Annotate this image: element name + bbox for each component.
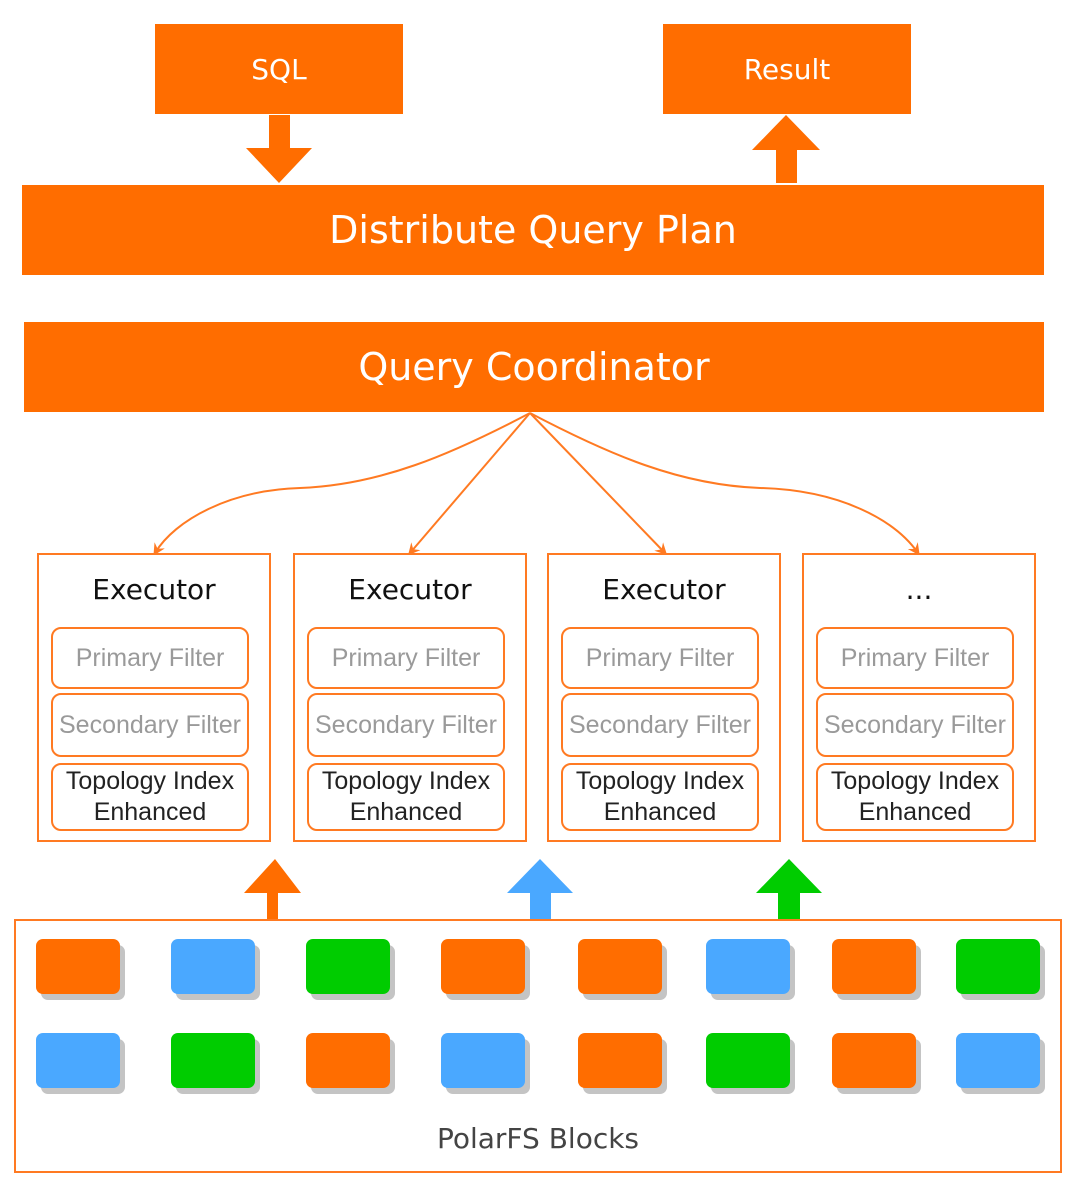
- polarfs-block-orange: [578, 1033, 662, 1088]
- executor-box: Executor Primary Filter Secondary Filter…: [293, 553, 527, 842]
- coordinator-label: Query Coordinator: [358, 345, 710, 389]
- polarfs-block-orange: [441, 939, 525, 994]
- storage-up-arrow-green: [756, 859, 822, 920]
- polarfs-block-blue: [441, 1033, 525, 1088]
- executor-title: Executor: [92, 573, 216, 606]
- polarfs-block-green: [956, 939, 1040, 994]
- plan-label: Distribute Query Plan: [329, 208, 737, 252]
- topology-index-enhanced: Topology Index Enhanced: [816, 763, 1014, 831]
- topology-index-enhanced: Topology Index Enhanced: [307, 763, 505, 831]
- secondary-filter: Secondary Filter: [816, 693, 1014, 757]
- polarfs-block-orange: [832, 939, 916, 994]
- sql-label: SQL: [251, 52, 307, 86]
- storage-label: PolarFS Blocks: [436, 1122, 640, 1155]
- coordinator-to-executor-1: [153, 412, 531, 556]
- polarfs-block-green: [706, 1033, 790, 1088]
- executor-title: Executor: [348, 573, 472, 606]
- primary-filter: Primary Filter: [51, 627, 249, 689]
- polarfs-block-blue: [36, 1033, 120, 1088]
- secondary-filter: Secondary Filter: [561, 693, 759, 757]
- coordinator-to-executor-3: [529, 412, 668, 556]
- polarfs-storage-panel: PolarFS Blocks: [14, 919, 1062, 1173]
- coordinator-to-executor-2: [408, 412, 531, 556]
- polarfs-block-blue: [956, 1033, 1040, 1088]
- primary-filter: Primary Filter: [816, 627, 1014, 689]
- polarfs-block-orange: [832, 1033, 916, 1088]
- primary-filter: Primary Filter: [561, 627, 759, 689]
- executor-box: Executor Primary Filter Secondary Filter…: [547, 553, 781, 842]
- polarfs-block-green: [171, 1033, 255, 1088]
- executor-title: ...: [905, 573, 933, 606]
- polarfs-block-blue: [171, 939, 255, 994]
- polarfs-block-orange: [306, 1033, 390, 1088]
- result-label: Result: [743, 52, 831, 86]
- executor-title: Executor: [602, 573, 726, 606]
- secondary-filter: Secondary Filter: [307, 693, 505, 757]
- polarfs-block-blue: [706, 939, 790, 994]
- distribute-query-plan-bar: Distribute Query Plan: [22, 185, 1044, 275]
- query-coordinator-bar: Query Coordinator: [24, 322, 1044, 412]
- result-up-arrow: [752, 115, 820, 183]
- topology-index-enhanced: Topology Index Enhanced: [561, 763, 759, 831]
- topology-index-enhanced: Topology Index Enhanced: [51, 763, 249, 831]
- sql-box: SQL: [155, 24, 403, 114]
- polarfs-block-orange: [36, 939, 120, 994]
- coordinator-to-executor-4: [529, 412, 920, 556]
- storage-up-arrow-blue: [507, 859, 573, 920]
- sql-down-arrow: [246, 115, 312, 183]
- secondary-filter: Secondary Filter: [51, 693, 249, 757]
- primary-filter: Primary Filter: [307, 627, 505, 689]
- result-box: Result: [663, 24, 911, 114]
- polarfs-block-orange: [578, 939, 662, 994]
- storage-up-arrow-orange: [244, 859, 301, 920]
- polarfs-block-green: [306, 939, 390, 994]
- executor-box: Executor Primary Filter Secondary Filter…: [37, 553, 271, 842]
- executor-box-more: ... Primary Filter Secondary Filter Topo…: [802, 553, 1036, 842]
